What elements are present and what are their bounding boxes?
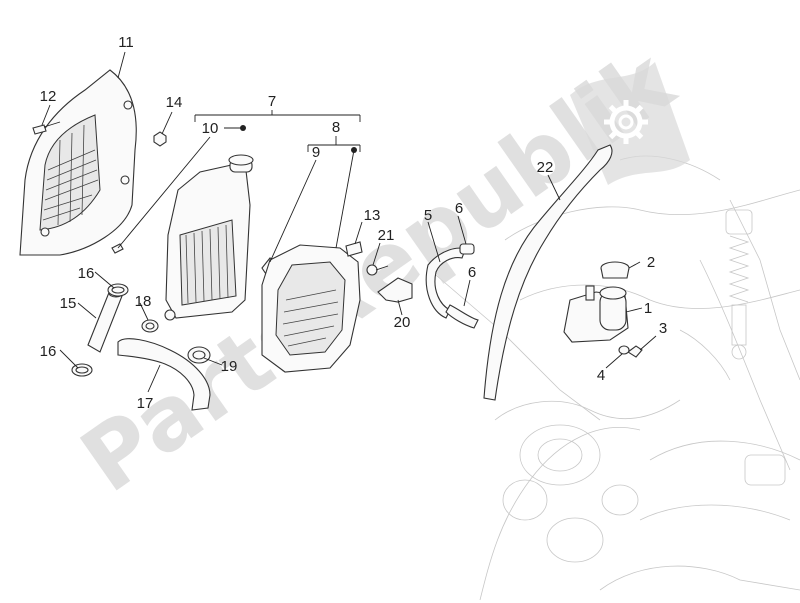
label-9: 9 — [312, 144, 320, 161]
label-14: 14 — [166, 94, 183, 111]
radiator — [164, 154, 254, 321]
gear-icon — [604, 100, 648, 144]
label-17: 17 — [137, 395, 154, 412]
part-12-screw — [32, 121, 61, 135]
part-7-dot — [240, 125, 246, 131]
label-8: 8 — [332, 119, 340, 136]
part-20-bracket — [377, 277, 413, 303]
label-19: 19 — [221, 358, 238, 375]
label-18: 18 — [135, 293, 152, 310]
part-1-expansion-tank — [563, 285, 629, 343]
part-6-hose-bottom — [445, 304, 479, 329]
background-engine-outline — [429, 155, 800, 601]
label-20: 20 — [394, 314, 411, 331]
part-19-clamp — [187, 346, 211, 364]
label-3: 3 — [659, 320, 667, 337]
label-6-bottom: 6 — [468, 264, 476, 281]
part-14-nut — [153, 131, 167, 147]
part-labels: 11 12 14 7 10 8 9 22 13 5 6 21 6 2 16 15… — [40, 34, 668, 412]
label-16-top: 16 — [78, 265, 95, 282]
part-10-screw — [111, 243, 124, 254]
label-2: 2 — [647, 254, 655, 271]
label-7: 7 — [268, 93, 276, 110]
fan-shroud — [261, 244, 361, 373]
label-22: 22 — [537, 159, 554, 176]
label-13: 13 — [364, 207, 381, 224]
part-4-washer — [618, 345, 630, 355]
part-5-hose — [425, 247, 466, 319]
part-2-cap — [600, 261, 630, 279]
label-21: 21 — [378, 227, 395, 244]
shock-absorber-outline — [725, 209, 753, 360]
part-6-hose-top — [459, 243, 475, 255]
part-18-clamp — [141, 319, 159, 333]
label-5: 5 — [424, 207, 432, 224]
leader-lines — [41, 51, 657, 393]
part-3-screw — [627, 345, 643, 358]
label-1: 1 — [644, 300, 652, 317]
label-15: 15 — [60, 295, 77, 312]
watermark: PartsRepublik — [63, 28, 693, 512]
label-11: 11 — [118, 34, 134, 51]
part-11-radiator-cover — [19, 69, 137, 256]
part-17-hose — [117, 338, 211, 411]
part-22-overflow-tube — [483, 144, 613, 401]
label-6-top: 6 — [455, 200, 463, 217]
part-21-bolt — [366, 264, 389, 276]
part-16-clamp-bottom — [71, 363, 93, 377]
label-12: 12 — [40, 88, 57, 105]
label-16-bottom: 16 — [40, 343, 57, 360]
label-4: 4 — [597, 367, 605, 384]
label-10: 10 — [202, 120, 219, 137]
